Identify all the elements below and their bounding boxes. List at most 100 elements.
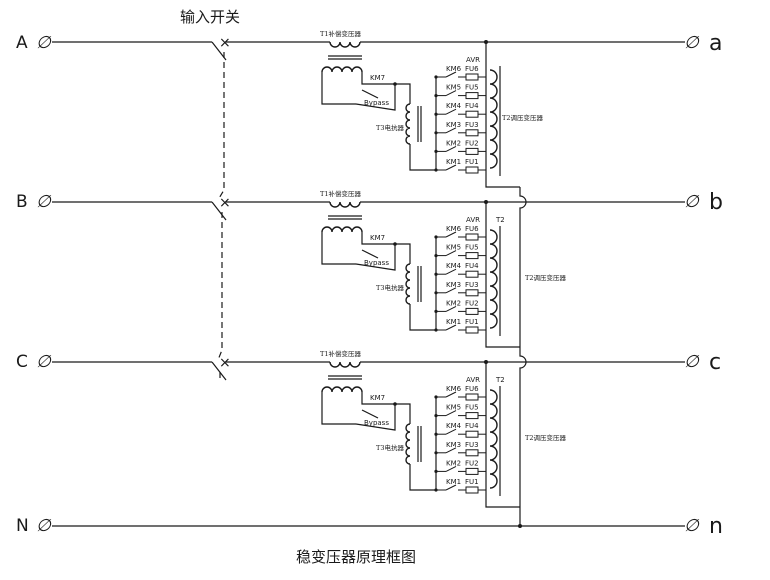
t2-label: T2调压变压器 (502, 113, 543, 122)
km-label: KM1 (446, 478, 461, 486)
t1-label: T1补偿变压器 (320, 29, 361, 38)
output-terminal-a: a (709, 31, 722, 56)
t2-label: T2调压变压器 (525, 433, 566, 442)
bypass-label: Bypass (364, 419, 389, 427)
tap-contact (445, 465, 457, 472)
t1-secondary-wire (361, 392, 395, 405)
fuse (465, 326, 479, 334)
t3-return (409, 144, 436, 171)
t2-short-label: T2 (495, 216, 505, 224)
fu-label: FU2 (465, 139, 479, 147)
km7-label: KM7 (370, 394, 385, 402)
km-label: KM5 (446, 404, 461, 412)
fu-label: FU1 (465, 318, 479, 326)
output-terminal-n-symbol: ∅ (684, 516, 700, 536)
t1-primary-coil (329, 201, 361, 208)
switch-contact-c: × (219, 355, 231, 371)
input-terminal-a: A (16, 33, 28, 53)
t3-reactor-coil (405, 423, 411, 465)
t3-feed (395, 243, 411, 264)
fu-label: FU2 (465, 299, 479, 307)
input-switch-label: 输入开关 (180, 8, 240, 26)
bypass-label: Bypass (364, 259, 389, 267)
t1-secondary-coil (321, 226, 363, 233)
bypass-wire (355, 244, 396, 271)
input-terminal-a-symbol: ∅ (36, 33, 52, 53)
fu-label: FU3 (465, 121, 479, 129)
switch-contact-a: × (219, 35, 231, 51)
fu-label: FU5 (465, 244, 479, 252)
output-terminal-n: n (709, 514, 723, 539)
fuse (465, 233, 479, 241)
output-terminal-b-symbol: ∅ (684, 192, 700, 212)
t1-secondary-wire (361, 232, 395, 245)
t1-primary-coil (329, 361, 361, 368)
fu-label: FU6 (465, 225, 479, 233)
fu-label: FU5 (465, 84, 479, 92)
km-label: KM6 (446, 385, 462, 393)
output-terminal-a-symbol: ∅ (684, 33, 700, 53)
fu-label: FU3 (465, 441, 479, 449)
fu-label: FU1 (465, 158, 479, 166)
bypass-wire (355, 404, 396, 431)
fu-label: FU4 (465, 262, 479, 270)
fuse (465, 467, 479, 475)
avr-label: AVR (466, 216, 480, 224)
tap-contact (445, 484, 457, 491)
tap-contact (445, 90, 457, 97)
t1-secondary-wire (321, 392, 356, 425)
t2-to-neutral (485, 177, 520, 188)
t3-label: T3电抗器 (376, 283, 404, 292)
km-label: KM4 (446, 262, 462, 270)
fuse (465, 430, 479, 438)
t3-label: T3电抗器 (376, 443, 404, 452)
km-label: KM4 (446, 422, 462, 430)
km7-label: KM7 (370, 234, 385, 242)
bypass-wire (355, 84, 396, 111)
fuse (465, 73, 479, 81)
avr-label: AVR (466, 56, 480, 64)
t3-feed (395, 83, 411, 104)
tap-contact (445, 127, 457, 134)
output-terminal-b: b (709, 190, 723, 215)
t1-label: T1补偿变压器 (320, 189, 361, 198)
tap-contact (445, 428, 457, 435)
fuse (465, 129, 479, 137)
tap-contact (445, 145, 457, 152)
input-terminal-n: N (16, 516, 29, 536)
tap-contact (445, 305, 457, 312)
bypass-label: Bypass (364, 99, 389, 107)
km7-contact (361, 249, 379, 259)
fu-label: FU6 (465, 65, 479, 73)
input-terminal-b-symbol: ∅ (36, 192, 52, 212)
t3-reactor-coil (405, 263, 411, 305)
km-label: KM2 (446, 139, 461, 147)
t1-secondary-coil (321, 66, 363, 73)
fuse (465, 110, 479, 118)
km-label: KM2 (446, 459, 461, 467)
tap-contact (445, 268, 457, 275)
t2-short-label: T2 (495, 376, 505, 384)
tap-contact (445, 250, 457, 257)
t2-to-neutral (485, 497, 520, 508)
t3-label: T3电抗器 (376, 123, 404, 132)
tap-contact (445, 164, 457, 171)
km-label: KM3 (446, 281, 461, 289)
t2-to-neutral (485, 337, 520, 348)
avr-label: AVR (466, 376, 480, 384)
tap-contact (445, 391, 457, 398)
t3-return (409, 304, 436, 331)
